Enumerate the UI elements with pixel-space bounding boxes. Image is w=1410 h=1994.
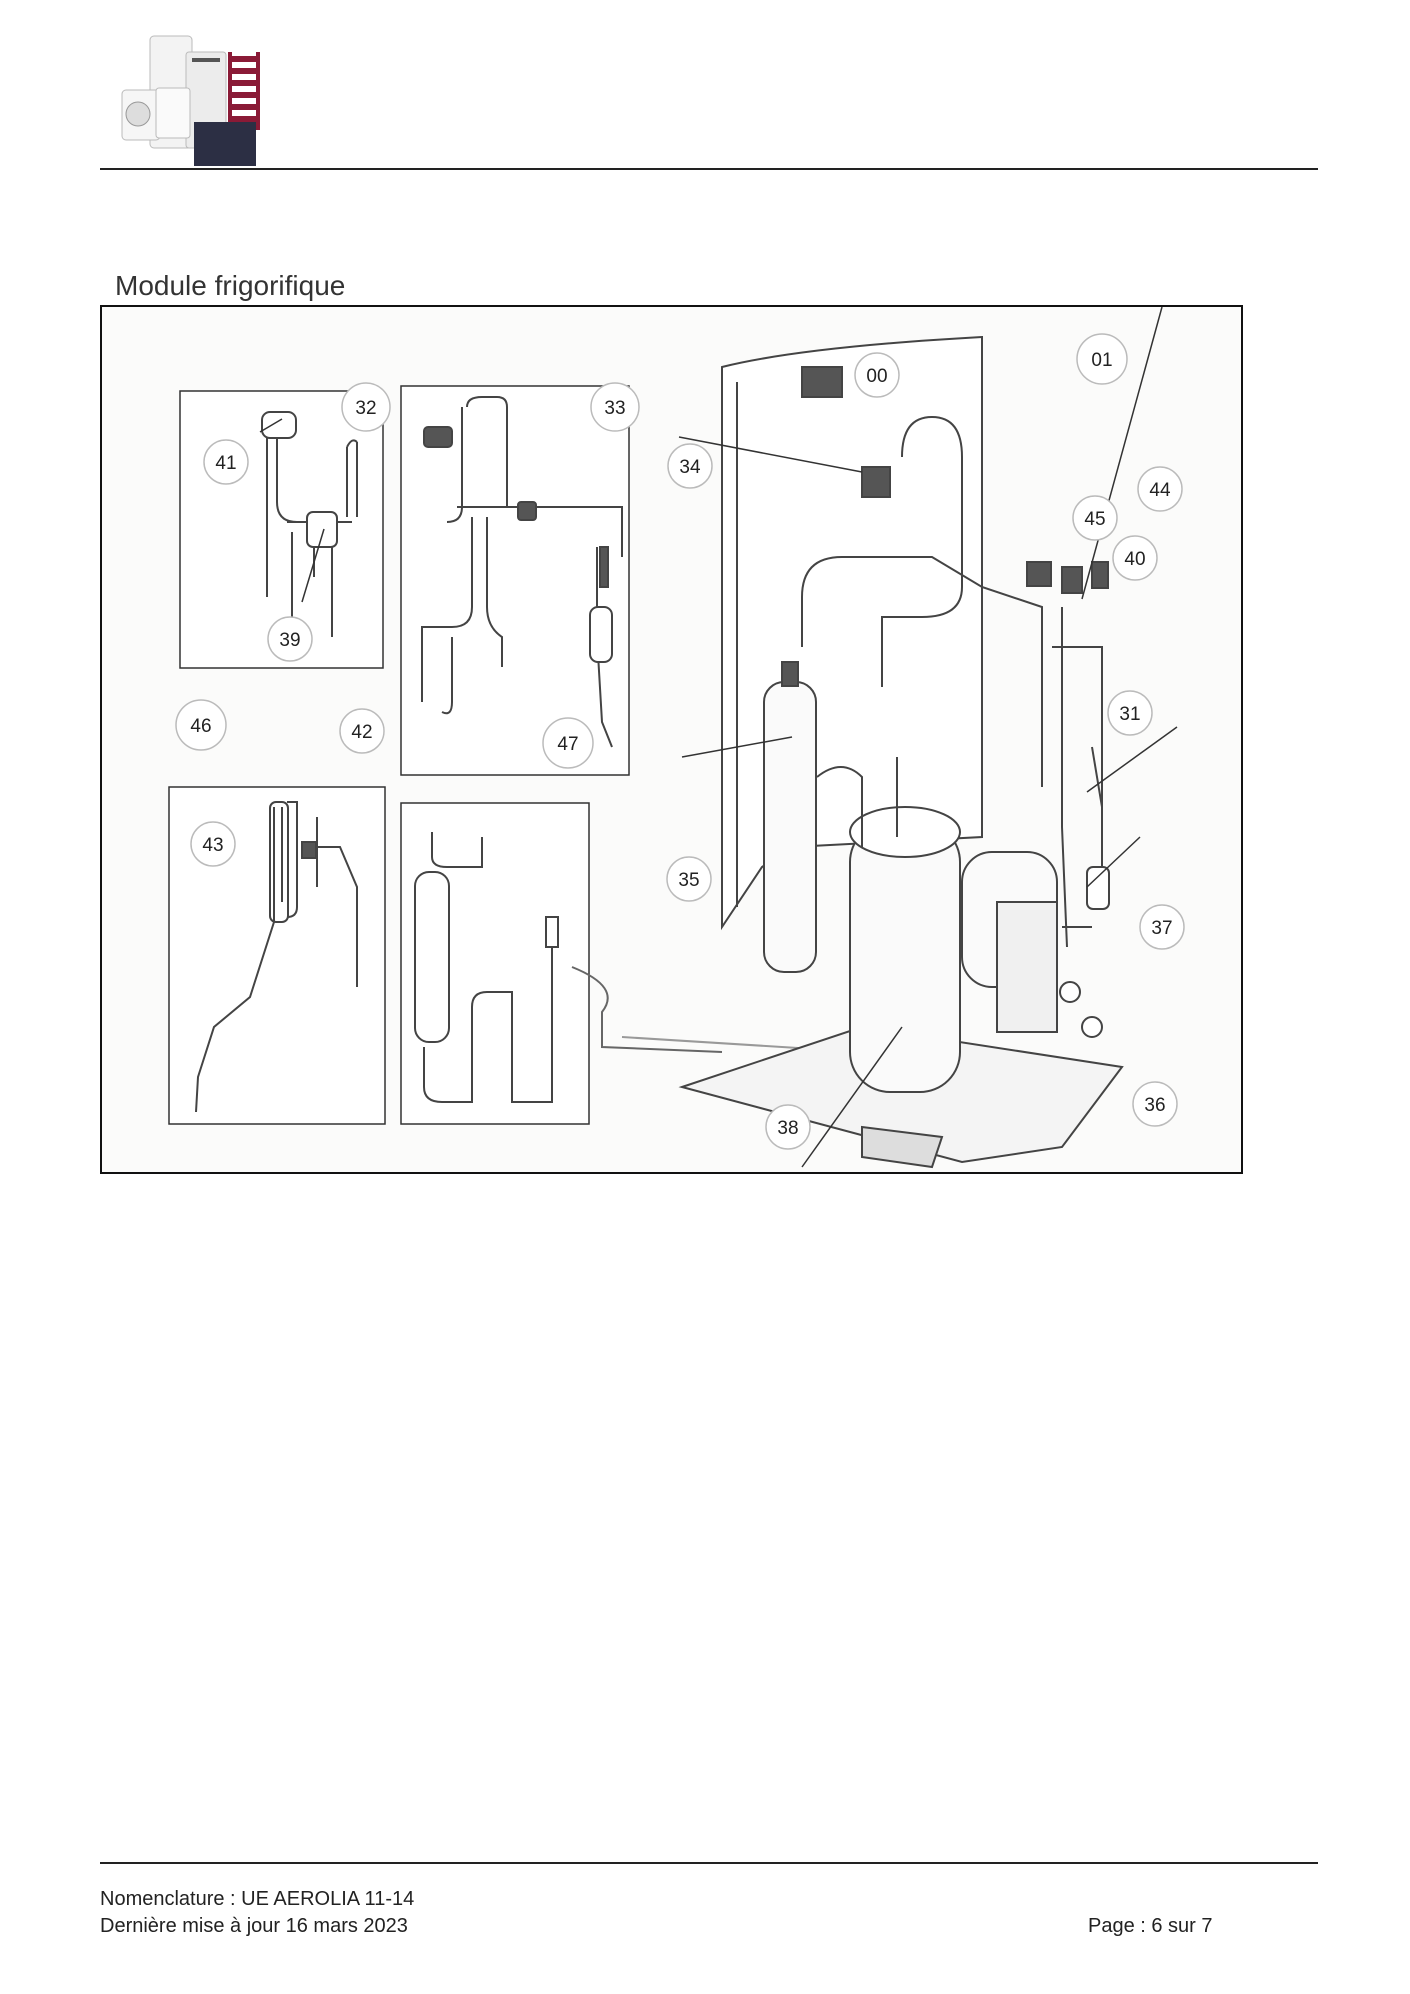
product-range-logo xyxy=(118,30,278,170)
callout-42: 42 xyxy=(339,708,385,754)
section-title: Module frigorifique xyxy=(115,270,346,301)
callout-circle xyxy=(1132,1081,1178,1127)
callout-circle xyxy=(1107,690,1153,736)
callout-label: 36 xyxy=(1144,1095,1165,1116)
callout-44: 44 xyxy=(1137,466,1183,512)
callout-40: 40 xyxy=(1112,535,1158,581)
callout-circle xyxy=(339,708,385,754)
callout-label: 33 xyxy=(604,398,625,419)
callout-circle xyxy=(667,443,713,489)
callout-label: 39 xyxy=(279,630,300,651)
callout-circle xyxy=(267,616,313,662)
callout-circle xyxy=(341,382,391,432)
callout-circle xyxy=(590,382,640,432)
footer-updated: Dernière mise à jour 16 mars 2023 xyxy=(100,1915,408,1937)
callout-label: 41 xyxy=(215,453,236,474)
callout-34: 34 xyxy=(667,443,713,489)
callout-45: 45 xyxy=(1072,495,1118,541)
callout-label: 35 xyxy=(678,870,699,891)
callout-circle xyxy=(175,699,227,751)
callout-label: 00 xyxy=(866,366,887,387)
part-33-drawing xyxy=(421,396,623,748)
callout-01: 01 xyxy=(1076,333,1128,385)
callout-00: 00 xyxy=(854,352,900,398)
callout-46: 46 xyxy=(175,699,227,751)
callout-label: 38 xyxy=(777,1118,798,1139)
main-unit-drawing xyxy=(571,335,1124,1169)
callout-circle xyxy=(1112,535,1158,581)
callout-31: 31 xyxy=(1107,690,1153,736)
exploded-view-diagram: 00 01 31 32 33 34 35 36 37 38 39 40 41 42 43 44 45 46 47 xyxy=(100,305,1243,1174)
callout-label: 45 xyxy=(1084,509,1105,530)
callout-37: 37 xyxy=(1139,904,1185,950)
inset-box-33 xyxy=(400,385,630,776)
header-rule xyxy=(100,168,1318,170)
footer-page-number: Page : 6 sur 7 xyxy=(1088,1915,1213,1937)
callout-label: 42 xyxy=(351,722,372,743)
footer-rule xyxy=(100,1862,1318,1864)
callout-label: 47 xyxy=(557,734,578,755)
callout-circle xyxy=(666,856,712,902)
callout-label: 44 xyxy=(1149,480,1171,501)
callout-circle xyxy=(1139,904,1185,950)
callout-41: 41 xyxy=(203,439,249,485)
callout-38: 38 xyxy=(765,1104,811,1150)
callout-43: 43 xyxy=(190,821,236,867)
footer-nomenclature: Nomenclature : UE AEROLIA 11-14 xyxy=(100,1888,415,1910)
callout-label: 01 xyxy=(1091,350,1112,371)
callout-35: 35 xyxy=(666,856,712,902)
callout-32: 32 xyxy=(341,382,391,432)
callout-circle xyxy=(542,717,594,769)
callout-circle xyxy=(1072,495,1118,541)
callout-33: 33 xyxy=(590,382,640,432)
callout-circle xyxy=(203,439,249,485)
callout-label: 31 xyxy=(1119,704,1140,725)
callout-label: 37 xyxy=(1151,918,1172,939)
part-46-drawing xyxy=(195,801,358,1113)
part-32-drawing xyxy=(261,411,358,637)
callout-label: 40 xyxy=(1124,549,1145,570)
callout-label: 32 xyxy=(355,398,376,419)
callout-circle xyxy=(854,352,900,398)
callout-label: 34 xyxy=(679,457,701,478)
callout-circle xyxy=(190,821,236,867)
callout-label: 46 xyxy=(190,716,211,737)
callout-47: 47 xyxy=(542,717,594,769)
part-47-drawing xyxy=(414,832,559,1103)
callout-39: 39 xyxy=(267,616,313,662)
callout-circle xyxy=(765,1104,811,1150)
callout-circle xyxy=(1076,333,1128,385)
callout-36: 36 xyxy=(1132,1081,1178,1127)
callout-circle xyxy=(1137,466,1183,512)
callout-layer: 00 01 31 32 33 34 35 36 37 38 39 40 41 42 43 44 45 46 47 xyxy=(175,333,1185,1150)
callout-label: 43 xyxy=(202,835,223,856)
